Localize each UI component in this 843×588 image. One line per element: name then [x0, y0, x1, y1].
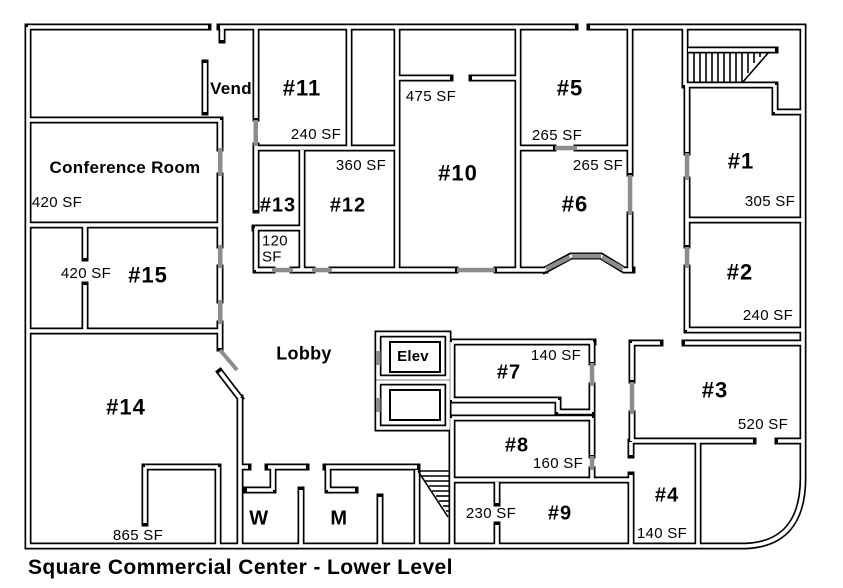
sf-suite9: 230 SF [465, 505, 517, 523]
sf-suite13-line2: SF [262, 248, 282, 265]
label-suite12: #12 [329, 194, 367, 217]
elevator-cars [389, 341, 441, 421]
label-suite6: #6 [561, 191, 589, 217]
sf-suite6: 265 SF [572, 157, 624, 175]
stairs-upper-right [693, 51, 770, 84]
sf-suite13: 120 SF [262, 233, 288, 265]
label-suite5: #5 [556, 75, 584, 101]
sf-suite3: 520 SF [737, 416, 789, 434]
stairs-lower-middle [417, 470, 450, 518]
sf-suite12: 360 SF [335, 157, 387, 175]
label-suite3: #3 [701, 377, 729, 403]
label-suite15: #15 [128, 262, 168, 288]
sf-suite13-line1: 120 [262, 232, 288, 250]
label-restroom-men: M [330, 507, 348, 530]
sf-suite15: 420 SF [60, 265, 112, 283]
sf-suite5: 265 SF [531, 127, 583, 145]
label-suite1: #1 [727, 148, 755, 174]
door-slabs [218, 120, 690, 470]
label-suite9: #9 [547, 502, 573, 525]
label-suite10: #10 [438, 160, 478, 186]
label-suite8: #8 [504, 434, 530, 457]
sf-suite1: 305 SF [744, 193, 796, 211]
sf-suite2: 240 SF [742, 307, 794, 325]
label-suite13: #13 [259, 194, 297, 217]
sf-conference-room: 420 SF [31, 194, 83, 212]
label-suite7: #7 [496, 361, 522, 384]
label-suite14: #14 [106, 394, 146, 420]
label-lobby: Lobby [276, 343, 332, 364]
label-suite2: #2 [726, 259, 754, 285]
label-restroom-women: W [249, 507, 269, 530]
sf-suite10: 475 SF [405, 88, 457, 106]
label-suite11: #11 [282, 75, 322, 101]
label-elevator: Elev [397, 348, 429, 366]
label-conference-room: Conference Room [49, 158, 201, 178]
sf-suite4: 140 SF [636, 525, 688, 543]
sf-suite8: 160 SF [532, 455, 584, 473]
label-vend: Vend [210, 79, 252, 99]
sf-suite7: 140 SF [530, 347, 582, 365]
sf-suite14: 865 SF [112, 527, 164, 545]
plan-title: Square Commercial Center - Lower Level [28, 556, 453, 579]
sf-suite11: 240 SF [290, 126, 342, 144]
label-suite4: #4 [654, 484, 680, 507]
